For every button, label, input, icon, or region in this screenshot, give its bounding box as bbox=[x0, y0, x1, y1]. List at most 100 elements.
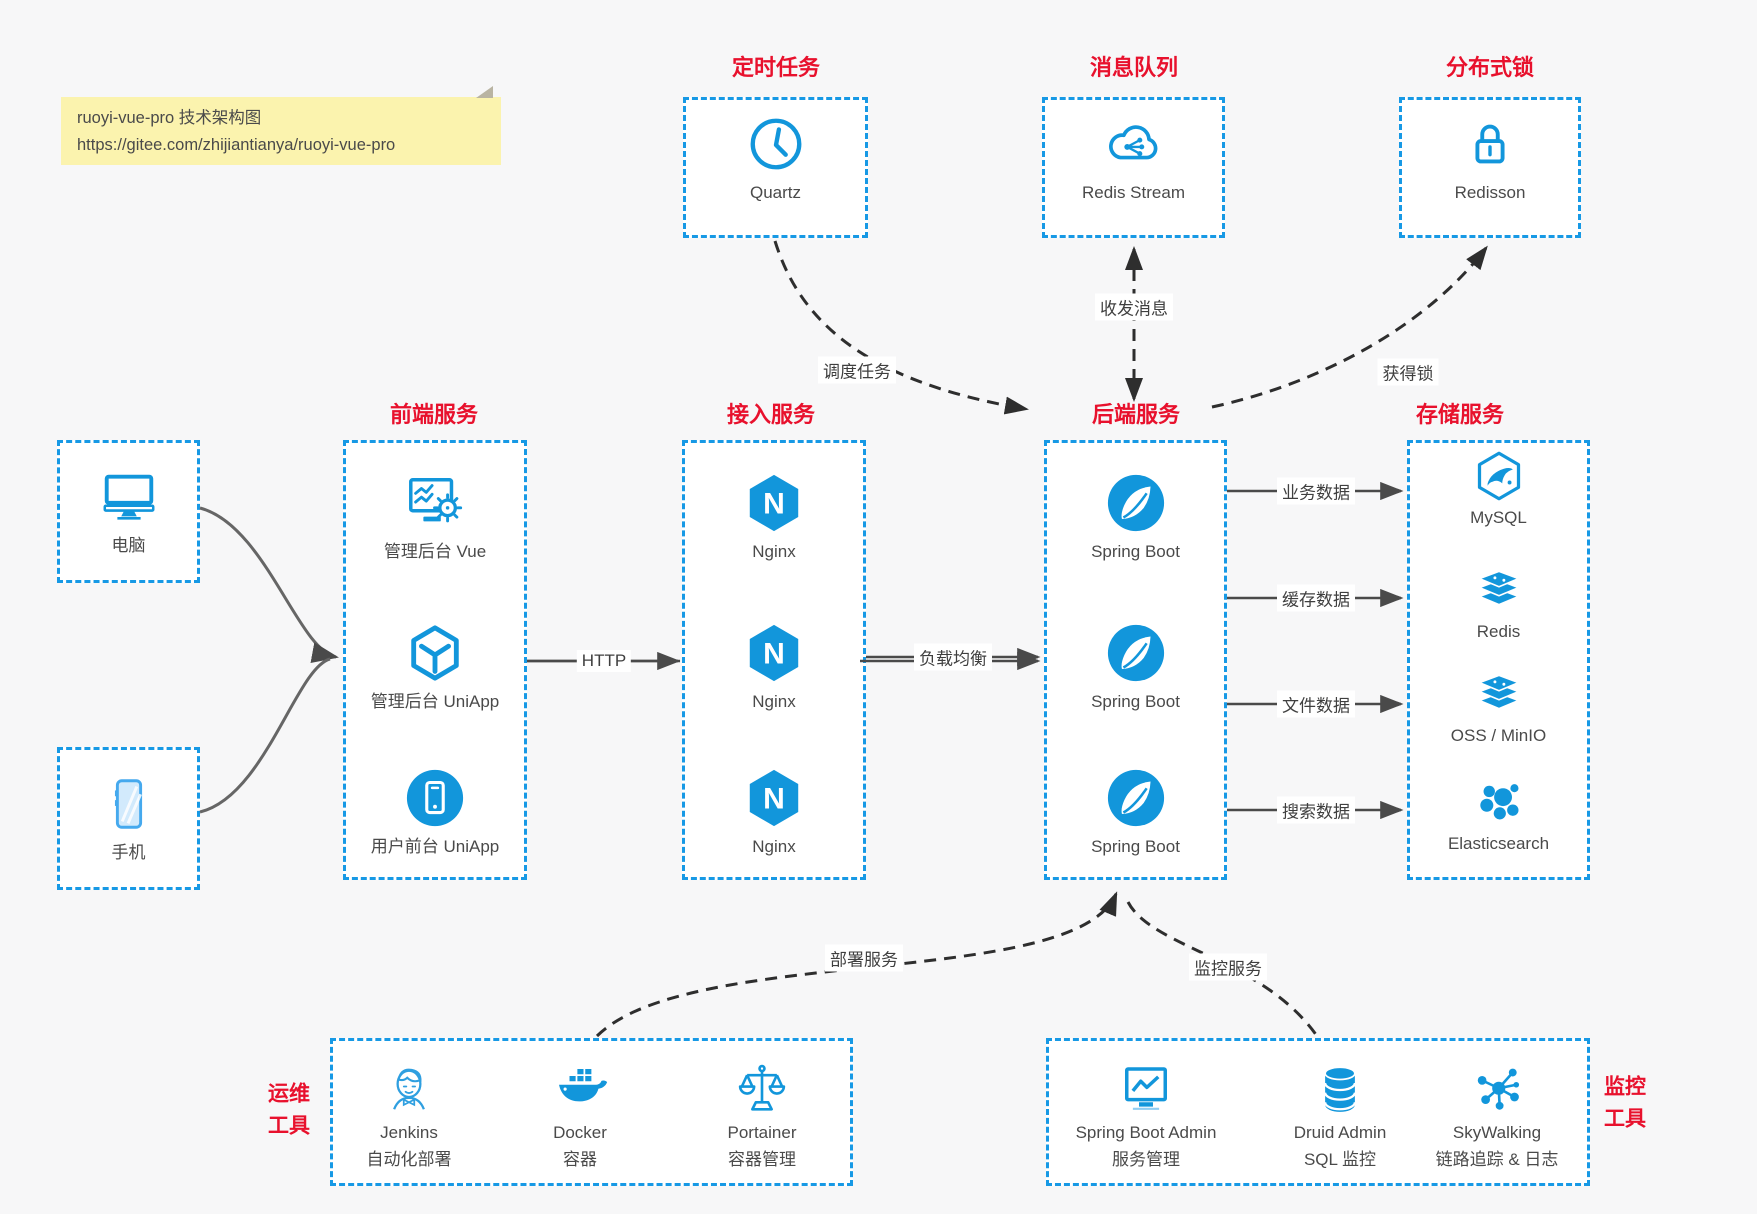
cloud-network-icon bbox=[1103, 113, 1165, 175]
node-label: SkyWalking bbox=[1452, 1123, 1542, 1142]
node-label: 用户前台 UniApp bbox=[370, 837, 500, 856]
title-access-services: 接入服务 bbox=[726, 402, 816, 427]
node-admin-uniapp: 管理后台 UniApp bbox=[343, 622, 527, 714]
node-label: Nginx bbox=[752, 692, 796, 711]
node-springboot-1: Spring Boot bbox=[1044, 472, 1227, 564]
box-monitor-tools bbox=[1046, 1038, 1590, 1186]
title-distributed-lock: 分布式锁 bbox=[1445, 55, 1535, 80]
box-distributed-lock bbox=[1399, 97, 1581, 238]
node-nginx-1: Nginx bbox=[682, 472, 866, 564]
node-nginx-2: Nginx bbox=[682, 622, 866, 714]
node-sublabel: 服务管理 bbox=[1112, 1149, 1180, 1169]
nginx-icon bbox=[743, 767, 805, 829]
user-app-phone-icon bbox=[404, 767, 466, 829]
oss-minio-icon bbox=[1473, 668, 1525, 720]
title-frontend-services: 前端服务 bbox=[389, 402, 479, 427]
node-label: 管理后台 UniApp bbox=[370, 692, 500, 711]
node-label: 管理后台 Vue bbox=[383, 542, 487, 561]
node-phone: 手机 bbox=[57, 773, 200, 865]
box-message-queue bbox=[1042, 97, 1225, 238]
node-sublabel: 链路追踪 & 日志 bbox=[1435, 1149, 1559, 1169]
ops-title-line2: 工具 bbox=[268, 1114, 310, 1137]
node-sublabel: 自动化部署 bbox=[366, 1149, 452, 1169]
edge-label-deploy: 部署服务 bbox=[825, 944, 903, 972]
spring-boot-admin-icon bbox=[1118, 1062, 1174, 1118]
node-label: OSS / MinIO bbox=[1450, 726, 1547, 745]
spring-boot-icon bbox=[1105, 472, 1167, 534]
node-label: Druid Admin bbox=[1293, 1123, 1387, 1142]
edge-label-lock: 获得锁 bbox=[1377, 358, 1439, 386]
node-admin-vue: 管理后台 Vue bbox=[343, 472, 527, 564]
edge-label-cache-data: 缓存数据 bbox=[1277, 584, 1355, 612]
node-label: Jenkins bbox=[380, 1123, 438, 1142]
box-storage-services bbox=[1407, 440, 1590, 880]
mysql-icon bbox=[1473, 450, 1525, 502]
node-jenkins: Jenkins 自动化部署 bbox=[299, 1062, 519, 1172]
node-sublabel: SQL 监控 bbox=[1303, 1149, 1377, 1169]
node-label: Nginx bbox=[752, 542, 796, 561]
node-label: Redis bbox=[1476, 622, 1521, 641]
desktop-icon bbox=[98, 466, 160, 528]
edge-client-phone bbox=[199, 657, 331, 814]
node-label: Elasticsearch bbox=[1447, 834, 1550, 853]
node-label: 电脑 bbox=[111, 536, 146, 555]
node-pc: 电脑 bbox=[57, 466, 200, 558]
nginx-icon bbox=[743, 622, 805, 684]
title-monitor-tools: 监控 工具 bbox=[1604, 1072, 1646, 1135]
node-label: Spring Boot bbox=[1091, 692, 1180, 711]
monitor-title-line1: 监控 bbox=[1604, 1075, 1646, 1099]
uniapp-cube-icon bbox=[404, 622, 466, 684]
edge-label-file-data: 文件数据 bbox=[1277, 690, 1355, 718]
node-druid-admin: Druid Admin SQL 监控 bbox=[1225, 1062, 1455, 1172]
edge-label-biz-data: 业务数据 bbox=[1277, 477, 1355, 505]
druid-icon bbox=[1312, 1062, 1368, 1118]
jenkins-icon bbox=[381, 1062, 437, 1118]
node-oss-minio: OSS / MinIO bbox=[1407, 668, 1590, 748]
node-springboot-2: Spring Boot bbox=[1044, 622, 1227, 714]
node-label: Spring Boot Admin bbox=[1075, 1123, 1217, 1142]
smartphone-icon bbox=[98, 773, 160, 835]
node-redis-stream: Redis Stream bbox=[1042, 113, 1225, 205]
edge-label-messages: 收发消息 bbox=[1095, 293, 1173, 321]
note-fold-corner bbox=[476, 86, 493, 98]
node-label: Nginx bbox=[752, 837, 796, 856]
node-label: Quartz bbox=[749, 183, 802, 202]
node-portainer: Portainer 容器管理 bbox=[652, 1062, 872, 1172]
node-label: Redisson bbox=[1454, 183, 1526, 202]
edge-client-pc bbox=[199, 506, 339, 663]
node-sublabel: 容器管理 bbox=[728, 1149, 796, 1169]
spring-boot-icon bbox=[1105, 767, 1167, 829]
node-sublabel: 容器 bbox=[563, 1149, 597, 1169]
node-skywalking: SkyWalking 链路追踪 & 日志 bbox=[1382, 1062, 1612, 1172]
note-url: https://gitee.com/zhijiantianya/ruoyi-vu… bbox=[77, 136, 396, 155]
docker-icon bbox=[552, 1062, 608, 1118]
admin-vue-monitor-gear-icon bbox=[404, 472, 466, 534]
node-label: Spring Boot bbox=[1091, 542, 1180, 561]
edge-lock bbox=[1211, 245, 1488, 409]
node-springboot-3: Spring Boot bbox=[1044, 767, 1227, 859]
edge-label-http: HTTP bbox=[576, 650, 632, 672]
node-user-uniapp: 用户前台 UniApp bbox=[343, 767, 527, 859]
box-ops-tools bbox=[330, 1038, 853, 1186]
edge-label-load-balance: 负载均衡 bbox=[914, 643, 992, 671]
node-label: Redis Stream bbox=[1082, 183, 1185, 202]
title-ops-tools: 运维 工具 bbox=[268, 1079, 310, 1142]
node-label: Spring Boot bbox=[1091, 837, 1180, 856]
title-backend-services: 后端服务 bbox=[1091, 402, 1181, 427]
title-storage-services: 存储服务 bbox=[1415, 402, 1505, 427]
node-docker: Docker 容器 bbox=[470, 1062, 690, 1172]
edge-label-search-data: 搜索数据 bbox=[1277, 796, 1355, 824]
portainer-icon bbox=[734, 1062, 790, 1118]
skywalking-icon bbox=[1469, 1062, 1525, 1118]
node-springboot-admin: Spring Boot Admin 服务管理 bbox=[1031, 1062, 1261, 1172]
node-label: MySQL bbox=[1470, 508, 1527, 527]
edge-label-monitor: 监控服务 bbox=[1189, 953, 1267, 981]
edge-label-schedule: 调度任务 bbox=[818, 356, 896, 384]
node-nginx-3: Nginx bbox=[682, 767, 866, 859]
monitor-title-line2: 工具 bbox=[1604, 1107, 1646, 1130]
node-mysql: MySQL bbox=[1407, 450, 1590, 530]
lock-icon bbox=[1459, 113, 1521, 175]
sticky-note: ruoyi-vue-pro 技术架构图 https://gitee.com/zh… bbox=[61, 86, 501, 165]
node-redisson: Redisson bbox=[1399, 113, 1581, 205]
